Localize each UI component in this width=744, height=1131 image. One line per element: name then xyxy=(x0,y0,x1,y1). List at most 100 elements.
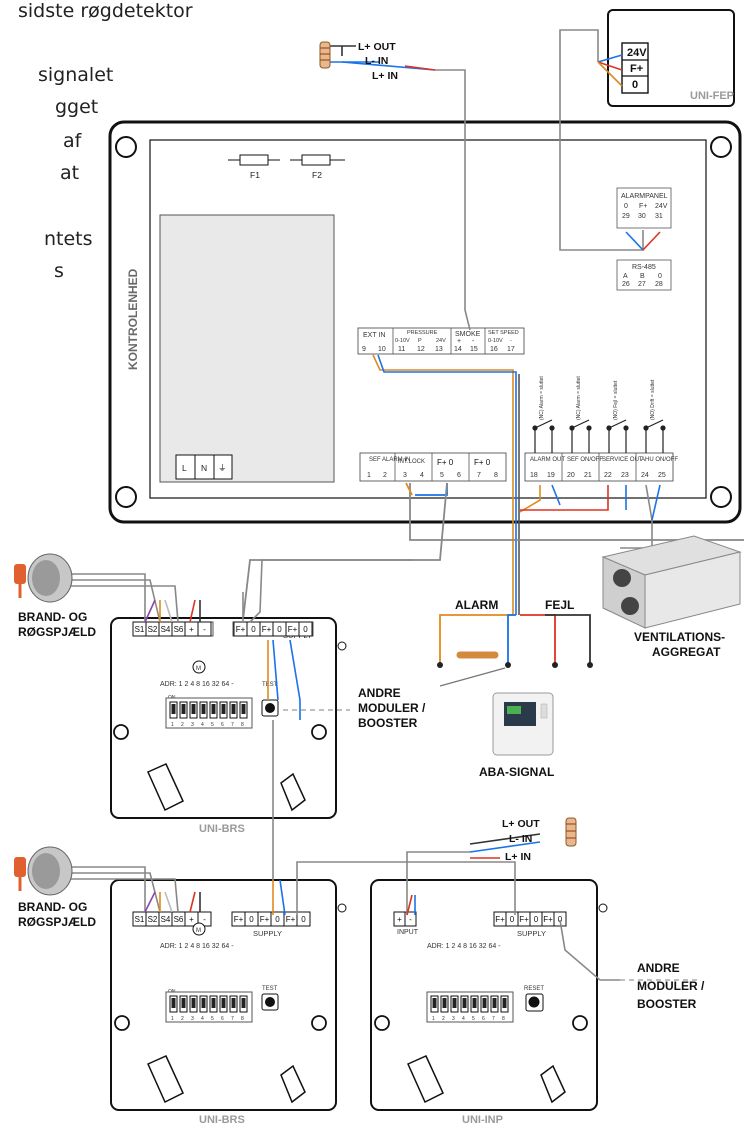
svg-text:A: A xyxy=(623,273,628,280)
svg-text:24V: 24V xyxy=(436,338,446,344)
brs1-motor-icon xyxy=(192,660,206,674)
dip-switch-knob xyxy=(171,704,176,714)
brs1-sensor-term-label: S4 xyxy=(161,625,171,634)
res-inp-line: L- IN xyxy=(509,833,532,845)
wires-lower xyxy=(70,559,700,981)
svg-text:-: - xyxy=(472,338,475,345)
fep-module: 24V F+ 0 UNI-FEP xyxy=(607,9,735,107)
fep-term-0: 0 xyxy=(632,79,638,91)
svg-text:SUPPLY: SUPPLY xyxy=(517,929,546,938)
svg-text:1: 1 xyxy=(367,472,371,479)
dip-number: 3 xyxy=(191,722,194,728)
brs2-supply-term-label: 0 xyxy=(249,915,254,924)
svg-text:14: 14 xyxy=(454,346,462,353)
svg-text:19: 19 xyxy=(547,472,555,479)
svg-text:AHU ON/OFF: AHU ON/OFF xyxy=(641,457,678,463)
brs1-sensor-term-label: - xyxy=(203,625,206,634)
inp-input-terms: +- xyxy=(393,911,417,927)
dip-number: 4 xyxy=(201,1016,204,1022)
dip-frame xyxy=(426,991,514,1023)
intro-text: sidste røgdetektor signalet gget af at n… xyxy=(0,0,260,300)
dip-switch-knob xyxy=(502,998,507,1008)
dip-number: 1 xyxy=(432,1016,435,1022)
svg-text:13: 13 xyxy=(435,346,443,353)
svg-text:ADR: 1 2 4 8 16 32 6: ADR: 1 2 4 8 16 32 64 - xyxy=(160,681,234,688)
intro-line: sidste røgdetektor xyxy=(18,0,193,22)
dip-number: 6 xyxy=(221,722,224,728)
svg-text:12: 12 xyxy=(417,346,425,353)
ventil-label: AGGREGAT xyxy=(652,645,721,659)
svg-text:(NC) Alarm = sluttet: (NC) Alarm = sluttet xyxy=(539,376,545,420)
brs1-test-knob xyxy=(265,703,275,713)
dip-switch-knob xyxy=(191,704,196,714)
dip-switch-knob xyxy=(492,998,497,1008)
dip-number: 7 xyxy=(492,1016,495,1022)
svg-text:20: 20 xyxy=(567,472,575,479)
svg-text:28: 28 xyxy=(655,281,663,288)
dip-switch-knob xyxy=(452,998,457,1008)
brs1-sensor-term-label: S6 xyxy=(174,625,184,634)
svg-text:TEST: TEST xyxy=(262,682,278,688)
brs2-supply-term-label: F+ xyxy=(234,915,244,924)
svg-text:P: P xyxy=(418,338,422,344)
svg-text:(NO) Drift = sluttet: (NO) Drift = sluttet xyxy=(650,379,656,420)
brs2-motor-icon xyxy=(192,922,206,936)
dip-switch-knob xyxy=(241,998,246,1008)
svg-text:29: 29 xyxy=(622,213,630,220)
svg-text:(NC) Alarm = sluttet: (NC) Alarm = sluttet xyxy=(576,376,582,420)
inp-reset-knob xyxy=(528,996,540,1008)
svg-text:INPUT: INPUT xyxy=(397,929,419,936)
control-unit: KONTROLENHED F1 F2 L N ⏚ ALARMPANEL 0 F+… xyxy=(108,120,742,524)
res-top-line: L- IN xyxy=(365,55,388,67)
dip-number: 8 xyxy=(241,722,244,728)
dip-switch-knob xyxy=(181,704,186,714)
svg-text:+: + xyxy=(457,338,461,345)
svg-text:(NO) Fejl = sluttet: (NO) Fejl = sluttet xyxy=(613,380,619,420)
inp-resistor-icon xyxy=(565,817,577,847)
andre1-label: BOOSTER xyxy=(358,716,418,730)
dip-switch-knob xyxy=(462,998,467,1008)
svg-text:10: 10 xyxy=(378,346,386,353)
inp-supply-term-label: F+ xyxy=(543,915,553,924)
dip-switch-knob xyxy=(221,998,226,1008)
ventil-label: VENTILATIONS- xyxy=(634,630,725,644)
brs2-supply-term-label: F+ xyxy=(260,915,270,924)
brs1-supply-term-label: 0 xyxy=(277,625,282,634)
svg-text:0-10V: 0-10V xyxy=(488,338,503,344)
svg-text:17: 17 xyxy=(507,346,515,353)
brs2-sensor-term-label: S1 xyxy=(135,915,145,924)
andre2-label: MODULER / xyxy=(637,979,705,993)
svg-text:24V: 24V xyxy=(655,203,668,210)
svg-text:22: 22 xyxy=(604,472,612,479)
svg-text:15: 15 xyxy=(470,346,478,353)
intro-line: at xyxy=(60,162,80,184)
alarmpanel-title: ALARMPANEL xyxy=(621,193,668,200)
dip-frame xyxy=(165,991,253,1023)
dip-number: 5 xyxy=(211,722,214,728)
dip-switch-knob xyxy=(442,998,447,1008)
intro-line: gget xyxy=(55,96,99,118)
brs1-sensor-term-box xyxy=(197,621,212,637)
svg-text:PRESSURE: PRESSURE xyxy=(407,330,438,336)
dip-number: 5 xyxy=(472,1016,475,1022)
dip-switch-knob xyxy=(482,998,487,1008)
control-unit-name: KONTROLENHED xyxy=(126,268,140,370)
svg-text:7: 7 xyxy=(477,472,481,479)
brs1-supply-term-label: 0 xyxy=(251,625,256,634)
svg-text:ADR: 1 2 4 8 16 32 6: ADR: 1 2 4 8 16 32 64 - xyxy=(427,943,501,950)
damper-icon xyxy=(14,553,73,603)
svg-text:RESET: RESET xyxy=(524,986,544,992)
dip-number: 7 xyxy=(231,722,234,728)
dip-switch-knob xyxy=(201,998,206,1008)
brs1-supply-term-label: F+ xyxy=(288,625,298,634)
svg-text:0: 0 xyxy=(624,203,628,210)
svg-text:SEF ON/OFF: SEF ON/OFF xyxy=(567,457,603,463)
dip-number: 6 xyxy=(221,1016,224,1022)
